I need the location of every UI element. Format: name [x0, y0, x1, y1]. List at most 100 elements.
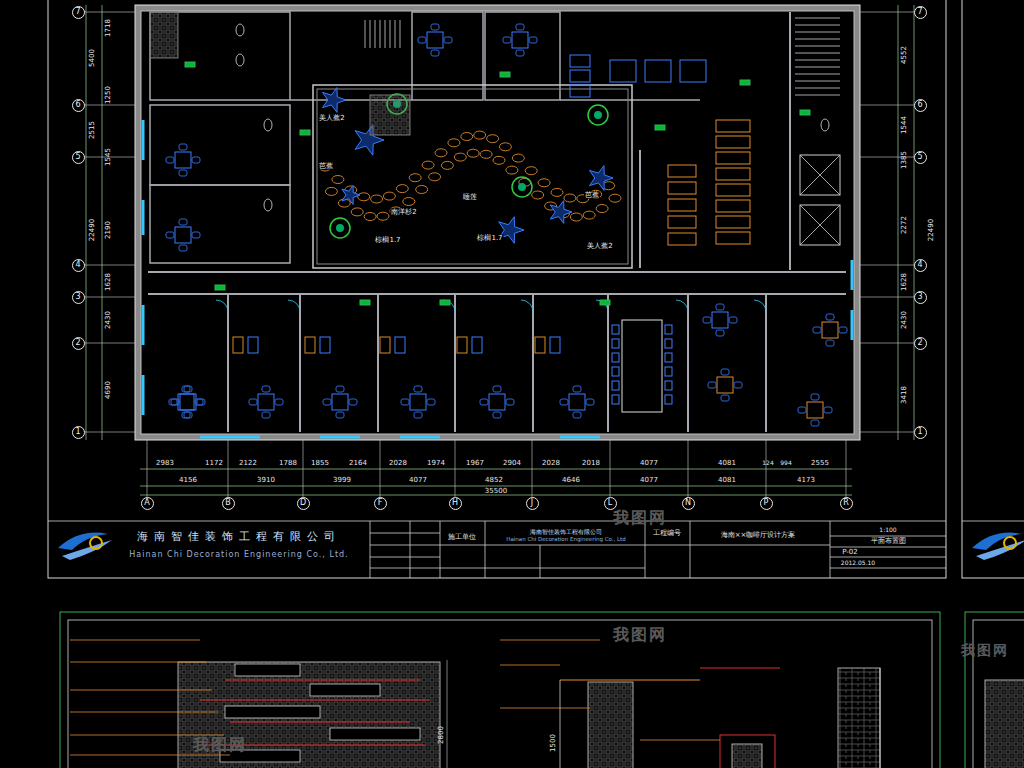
wall-line [765, 294, 767, 432]
dimension-text: 1545 [105, 148, 112, 166]
window [851, 260, 854, 290]
shrub [336, 224, 344, 232]
title-block-text: Hainan Chi Decoration Engineering Co., L… [506, 537, 625, 543]
garden-rock [583, 211, 595, 219]
table [258, 394, 274, 410]
axis-line [846, 440, 847, 497]
stair-tread [795, 25, 840, 26]
axis-line [84, 105, 135, 106]
dimension-text: 4852 [485, 477, 503, 484]
tag [600, 300, 610, 305]
axis-bubble: 6 [72, 99, 85, 112]
axis-bubble: 2 [914, 337, 927, 350]
booth-seat [716, 232, 750, 244]
dimension-text: 1628 [105, 273, 112, 291]
garden-rock [377, 212, 389, 220]
stair-tread [795, 32, 840, 33]
elevator [800, 205, 840, 245]
title-block-text: 2012.05.10 [841, 560, 875, 566]
dimension-text: 1718 [105, 19, 112, 37]
elevation-panel [985, 680, 1024, 768]
shrub [518, 183, 526, 191]
chair [431, 24, 439, 30]
stair-tread [385, 20, 386, 48]
palm-plant [323, 88, 347, 113]
stair-tread [375, 20, 376, 48]
chair [721, 369, 729, 375]
axis-label: 7 [75, 8, 80, 16]
chair [192, 232, 200, 238]
palm-plant [342, 186, 360, 205]
watermark: 我图网 [613, 627, 667, 643]
chair [729, 317, 737, 323]
dimension-text: 3999 [333, 477, 351, 484]
axis-label: H [452, 499, 458, 507]
chair [401, 399, 409, 405]
sofa [570, 55, 590, 67]
garden-rock [609, 194, 621, 202]
dimension-text: 2515 [89, 121, 96, 139]
booth-seat [716, 184, 750, 196]
door-swing [521, 300, 533, 312]
shrub [330, 218, 350, 238]
garden-rock [596, 205, 608, 213]
title-block-grid [48, 521, 1024, 578]
dimension-text: 2122 [239, 460, 257, 467]
sofa [645, 60, 671, 82]
sheet-frame [68, 620, 932, 768]
chair [184, 386, 192, 392]
shrub [594, 111, 602, 119]
elevator [800, 205, 840, 245]
elevator [800, 155, 840, 195]
axis-label: N [685, 499, 691, 507]
axis-label: 6 [917, 101, 922, 109]
chair [839, 327, 847, 333]
wall-line [532, 294, 534, 432]
trim-line [230, 721, 410, 722]
axis-label: 5 [917, 153, 922, 161]
dimension-text: 2904 [503, 460, 521, 467]
axis-label: 4 [75, 261, 80, 269]
trim-line [700, 668, 780, 669]
axis-line [860, 432, 914, 433]
chair [716, 330, 724, 336]
wall-line [687, 294, 689, 432]
chair [612, 339, 619, 348]
dimension-text: 4081 [718, 477, 736, 484]
shaft [150, 12, 178, 58]
plant-label: 美人蕉2 [586, 243, 613, 250]
toilet [236, 54, 244, 66]
palm-plant [590, 166, 614, 191]
chair [184, 412, 192, 418]
outer-wall [141, 11, 854, 434]
chair [197, 399, 205, 405]
axis-line [380, 440, 381, 497]
dimension-text: 1967 [466, 460, 484, 467]
garden-rock [358, 193, 370, 201]
garden-wall [313, 85, 632, 268]
garden-rock [454, 153, 466, 161]
axis-bubble: 5 [914, 151, 927, 164]
dimension-text: 4081 [718, 460, 736, 467]
company-name: Hainan Chi Decoration Engineering Co., L… [129, 551, 348, 559]
axis-label: P [764, 499, 769, 507]
toilet [264, 119, 272, 131]
chair [665, 381, 672, 390]
dimension-text: 1628 [901, 273, 908, 291]
axis-label: 3 [75, 293, 80, 301]
garden-rock [532, 191, 544, 199]
garden-rock [364, 213, 376, 221]
booth-table [668, 216, 696, 228]
door-swing [216, 300, 228, 312]
window [851, 310, 854, 340]
axis-label: 4 [917, 261, 922, 269]
chair [262, 386, 270, 392]
chair [472, 337, 482, 353]
garden-rock [351, 208, 363, 216]
dimension-text: 2430 [901, 311, 908, 329]
table [717, 377, 733, 393]
chair [336, 412, 344, 418]
chair [480, 399, 488, 405]
axis-bubble: 7 [914, 6, 927, 19]
dimension-text: 1974 [427, 460, 445, 467]
